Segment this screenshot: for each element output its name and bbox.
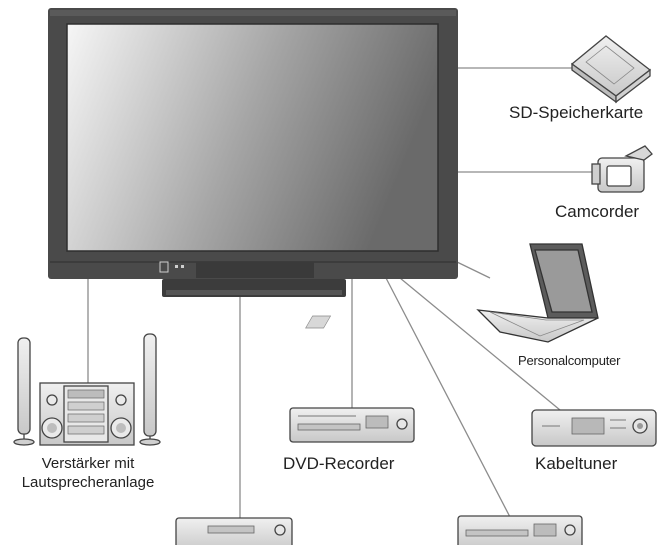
dvd-recorder-icon <box>289 407 415 443</box>
label-amplifier-line1: Verstärker mit <box>41 455 135 472</box>
label-cable-tuner: Kabeltuner <box>535 454 618 473</box>
connection-lines <box>87 67 600 520</box>
label-camcorder: Camcorder <box>555 202 640 221</box>
line-laptop <box>456 261 491 279</box>
laptop-icon <box>305 243 599 343</box>
line-cable-tuner <box>399 277 561 411</box>
label-amplifier-line2: Lautsprecheranlage <box>21 474 155 491</box>
line-dvd-recorder-2 <box>385 277 511 518</box>
label-personal-computer: Personalcomputer <box>518 353 621 368</box>
label-dvd-recorder: DVD-Recorder <box>283 454 395 473</box>
cable-tuner-icon <box>531 409 657 447</box>
sd-card-icon <box>570 35 652 104</box>
dvd-recorder-2-icon <box>457 515 583 545</box>
label-sd-card: SD-Speicherkarte <box>509 103 644 122</box>
vcr-icon <box>175 517 293 545</box>
camcorder-icon <box>591 145 653 193</box>
stereo-system-icon <box>13 333 161 446</box>
tv-icon <box>48 8 458 297</box>
label-amplifier: Verstärker mit Lautsprecheranlage <box>6 454 170 492</box>
